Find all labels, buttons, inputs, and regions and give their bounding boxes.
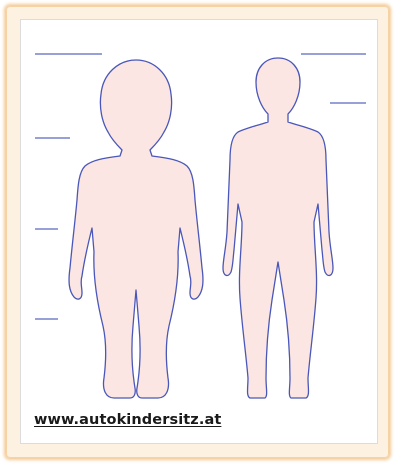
toddler-silhouette bbox=[69, 60, 203, 398]
child-silhouette bbox=[223, 58, 333, 398]
website-link[interactable]: www.autokindersitz.at bbox=[34, 412, 221, 428]
right-measure-lines bbox=[301, 54, 366, 103]
